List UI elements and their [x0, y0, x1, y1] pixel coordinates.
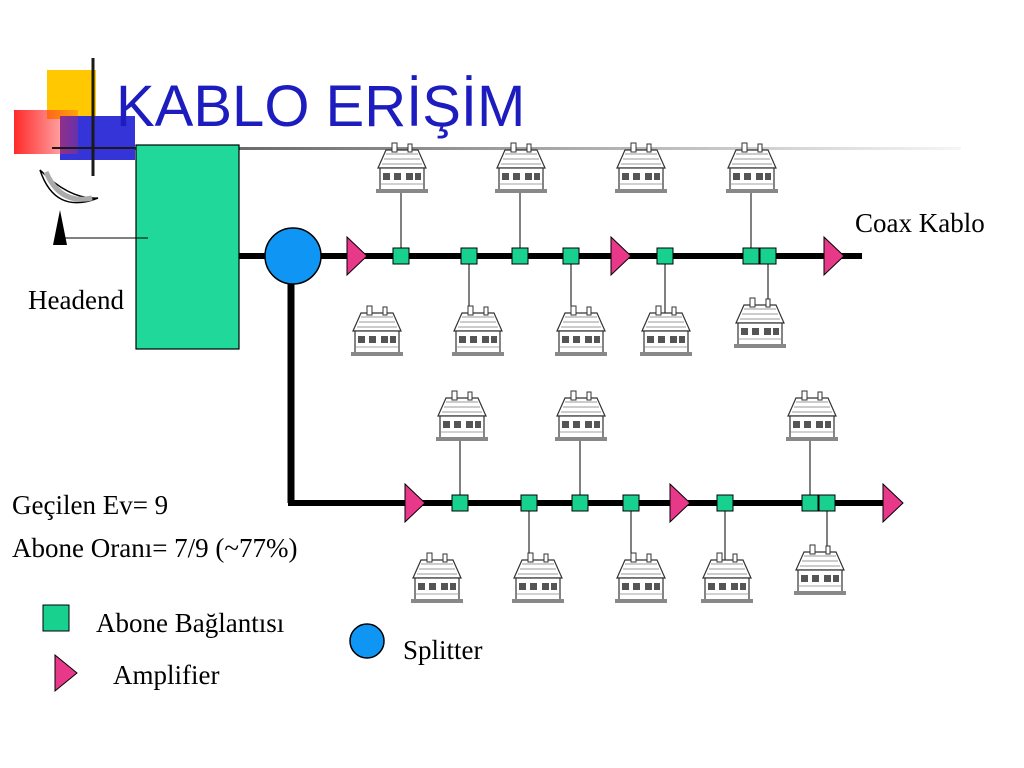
house-icon: [793, 544, 847, 596]
coax-cable-label: Coax Kablo: [855, 208, 985, 238]
tap: [562, 247, 580, 265]
amplifier: [882, 482, 904, 524]
slide-title: KABLO ERİŞİM: [116, 74, 526, 139]
house-icon: [511, 552, 565, 604]
subscriber-taps: [392, 247, 836, 512]
legend-symbols: [42, 604, 385, 693]
tap: [451, 494, 469, 512]
amplifier: [610, 235, 632, 277]
legend-splitter-symbol: [349, 623, 385, 659]
house-icon: [410, 552, 464, 604]
house-icon: [375, 142, 429, 194]
tap: [742, 247, 760, 265]
house-icon: [614, 142, 668, 194]
house-icon: [451, 305, 505, 357]
headend-box: [135, 144, 240, 350]
satellite-dish-icon: [39, 169, 148, 245]
tap: [716, 494, 734, 512]
headend-label: Headend: [28, 285, 124, 315]
tap: [571, 494, 589, 512]
houses: [350, 142, 847, 604]
subscriber-rate-text: Abone Oranı= 7/9 (~77%): [12, 533, 298, 563]
house-icon: [725, 142, 779, 194]
house-icon: [554, 390, 608, 442]
legend-amplifier-symbol: [54, 653, 78, 693]
tap: [759, 247, 777, 265]
house-icon: [435, 390, 489, 442]
house-icon: [494, 142, 548, 194]
ppt-decoration: [14, 58, 961, 176]
house-icon: [350, 305, 404, 357]
house-icon: [700, 552, 754, 604]
tap: [460, 247, 478, 265]
legend-splitter: Splitter: [403, 635, 483, 665]
legend-subscriber-connection: Abone Bağlantısı: [96, 608, 285, 638]
amplifiers: [346, 235, 904, 524]
house-icon: [785, 390, 839, 442]
house-icon: [733, 297, 787, 349]
legend-tap-symbol: [42, 604, 70, 632]
tap: [801, 494, 819, 512]
homes-passed-text: Geçilen Ev= 9: [12, 490, 169, 520]
amplifier: [404, 482, 426, 524]
house-icon: [614, 552, 668, 604]
house-icon: [639, 305, 693, 357]
splitter: [264, 227, 322, 285]
tap: [511, 247, 529, 265]
coax-cable: [239, 253, 900, 506]
tap: [622, 494, 640, 512]
amplifier: [346, 235, 368, 277]
amplifier: [669, 482, 691, 524]
house-icon: [554, 305, 608, 357]
amplifier: [823, 235, 845, 277]
legend-amplifier: Amplifier: [113, 660, 220, 690]
tap: [392, 247, 410, 265]
tap: [656, 247, 674, 265]
tap: [818, 494, 836, 512]
tap: [520, 494, 538, 512]
